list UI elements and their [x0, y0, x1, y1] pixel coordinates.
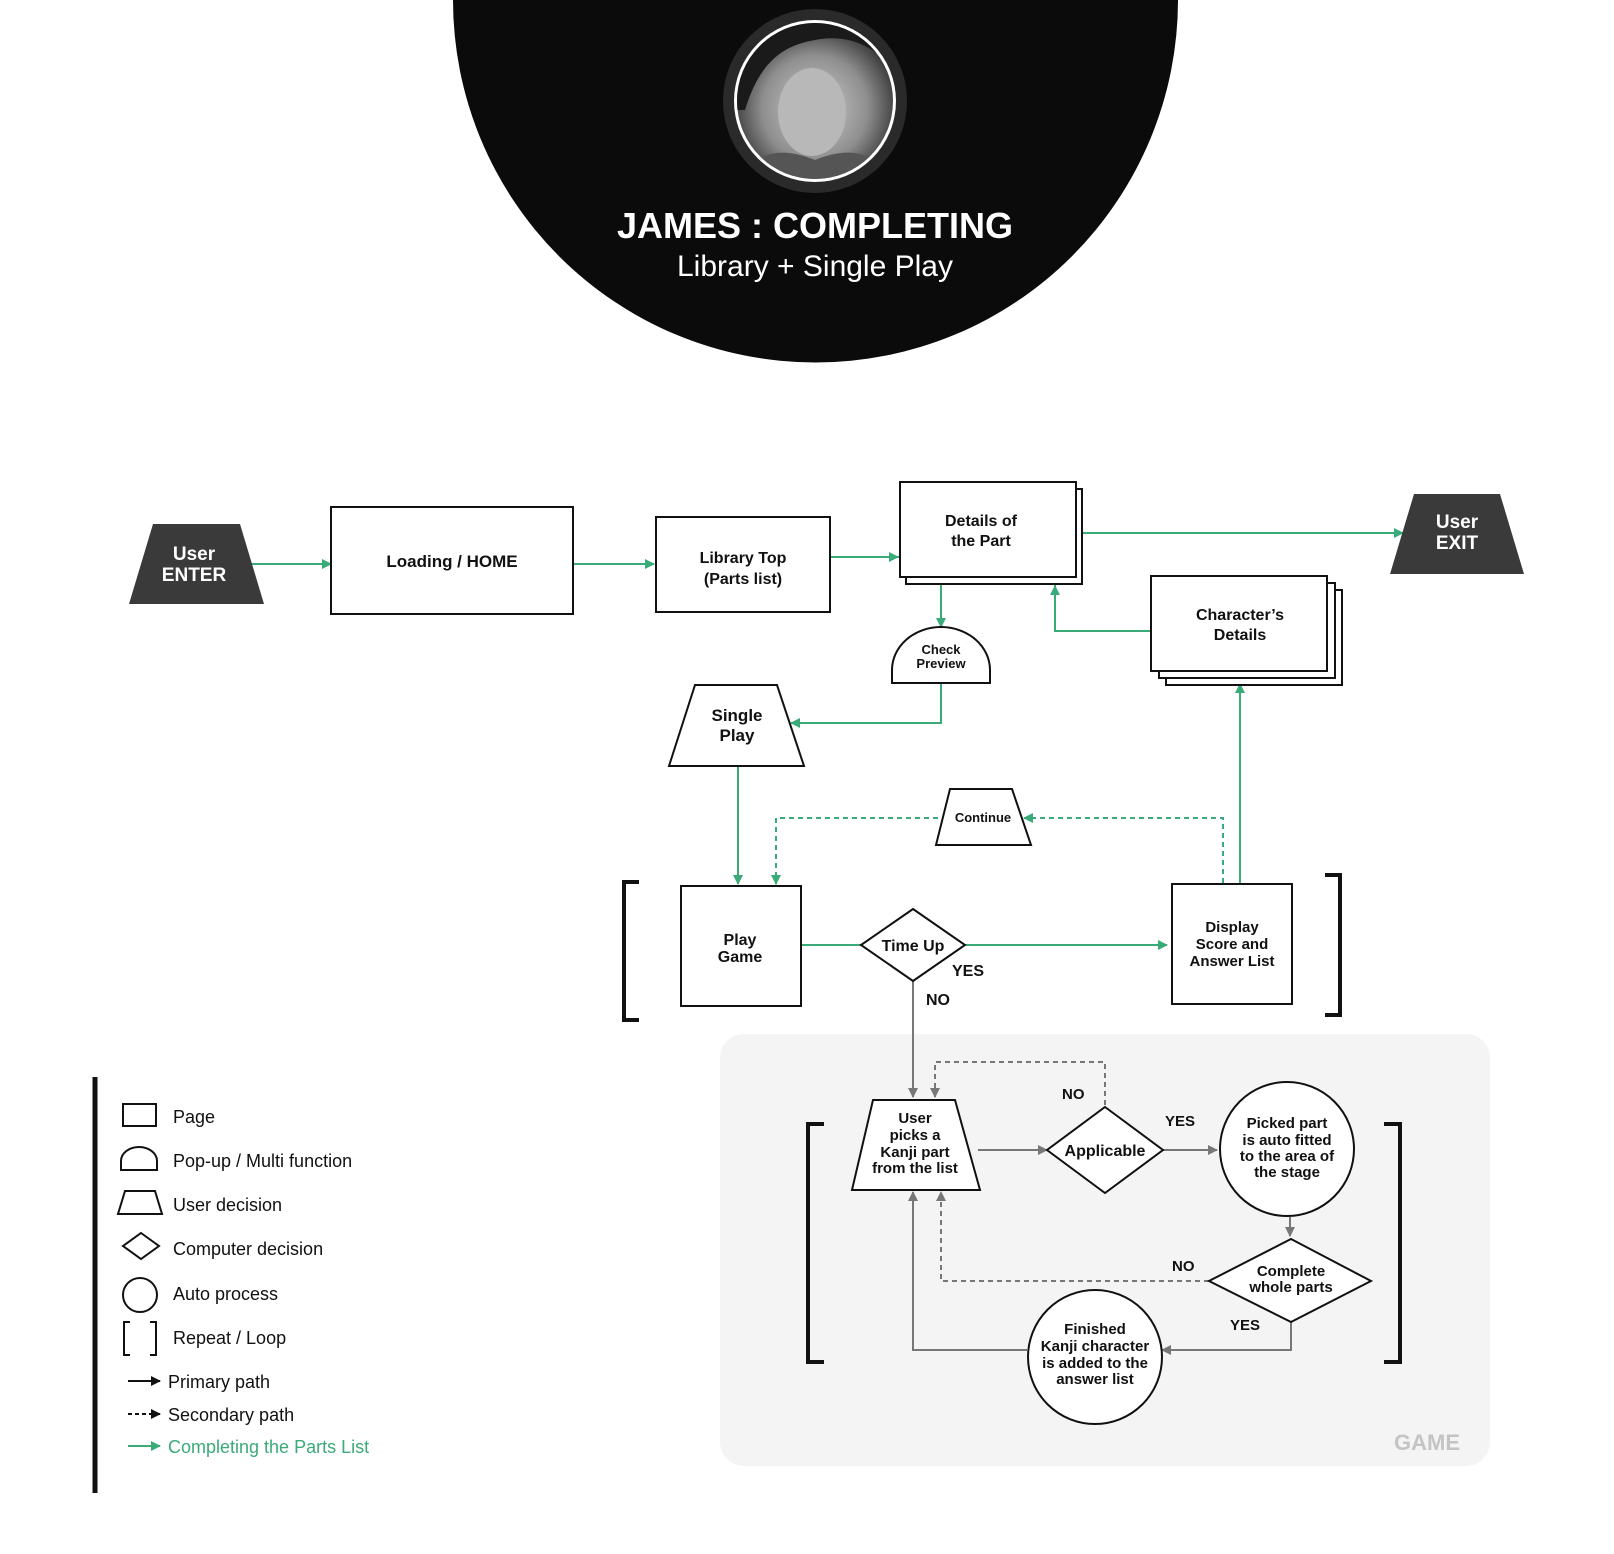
game-loop-bracket	[806, 1122, 1402, 1364]
time-up-node: Time Up	[859, 907, 967, 983]
library-top-label-1: Library Top	[700, 550, 787, 567]
details-part-node: Details of the Part	[899, 481, 1083, 585]
single-play-label-2: Play	[720, 726, 756, 745]
user-exit-label-2: EXIT	[1436, 533, 1479, 554]
check-preview-label-1: Check	[921, 642, 961, 657]
play-game-label-1: Play	[724, 932, 757, 949]
library-top-node: Library Top (Parts list)	[655, 516, 831, 613]
complete-yes-label: YES	[1230, 1317, 1260, 1334]
characters-details-label-1: Character’s	[1196, 607, 1284, 624]
legend-page-label: Page	[173, 1107, 215, 1127]
applicable-no-label: NO	[1062, 1086, 1085, 1103]
library-top-label-2: (Parts list)	[704, 571, 782, 588]
edge-complete-yes-to-finished	[1161, 1322, 1292, 1355]
applicable-label: Applicable	[1065, 1143, 1146, 1160]
outer-loop-bracket	[622, 873, 1342, 1022]
single-play-label-1: Single	[711, 706, 762, 725]
complete-whole-label-1: Complete	[1257, 1263, 1325, 1280]
play-game-label-2: Game	[718, 949, 763, 966]
finished-kanji-label-1: Finished	[1064, 1321, 1126, 1338]
time-up-no-label: NO	[926, 992, 950, 1009]
edge-check-preview-to-single-play	[790, 683, 942, 728]
edge-continue-to-play-game	[771, 817, 938, 885]
finished-kanji-label-4: answer list	[1056, 1371, 1134, 1388]
legend-auto-process-icon	[122, 1277, 158, 1313]
user-picks-label-2: picks a	[890, 1127, 942, 1144]
user-picks-node: User picks a Kanji part from the list	[850, 1099, 982, 1191]
single-play-node: Single Play	[667, 684, 806, 767]
check-preview-label-2: Preview	[916, 656, 966, 671]
user-enter-label-2: ENTER	[162, 565, 227, 586]
finished-kanji-node: Finished Kanji character is added to the…	[1027, 1289, 1163, 1425]
display-score-label-1: Display	[1205, 919, 1259, 936]
check-preview-node: Check Preview	[891, 626, 991, 684]
continue-node: Continue	[934, 788, 1033, 846]
legend-popup-icon	[120, 1146, 158, 1171]
legend-repeat-loop-icon	[123, 1321, 157, 1356]
legend-repeat-loop-label: Repeat / Loop	[173, 1328, 286, 1348]
user-enter-node: User ENTER	[129, 524, 264, 604]
edge-characters-to-details	[1050, 585, 1151, 632]
edge-complete-no-to-user-picks	[936, 1191, 1209, 1282]
legend-page-icon	[122, 1103, 157, 1127]
loading-home-node: Loading / HOME	[330, 506, 574, 615]
legend-completing-path-label: Completing the Parts List	[168, 1437, 369, 1457]
display-score-label-2: Score and	[1196, 936, 1269, 953]
complete-whole-node: Complete whole parts	[1206, 1237, 1374, 1324]
legend-secondary-path-label: Secondary path	[168, 1405, 294, 1425]
characters-details-label-2: Details	[1214, 627, 1267, 644]
complete-whole-label-2: whole parts	[1248, 1279, 1332, 1296]
page-title: JAMES : COMPLETING	[617, 205, 1013, 246]
user-picks-label-4: from the list	[872, 1160, 958, 1177]
avatar	[723, 9, 907, 193]
picked-part-label-1: Picked part	[1247, 1115, 1328, 1132]
user-exit-node: User EXIT	[1390, 494, 1524, 574]
display-score-node: Display Score and Answer List	[1171, 883, 1293, 1005]
legend-popup-label: Pop-up / Multi function	[173, 1151, 352, 1171]
legend-computer-decision-icon	[121, 1231, 161, 1261]
page-subtitle: Library + Single Play	[677, 250, 953, 283]
play-game-node: Play Game	[680, 885, 802, 1007]
picked-part-label-2: is auto fitted	[1242, 1132, 1331, 1149]
user-picks-label-3: Kanji part	[880, 1144, 949, 1161]
picked-part-label-4: the stage	[1254, 1164, 1320, 1181]
legend-primary-path-label: Primary path	[168, 1372, 270, 1392]
legend-computer-decision-label: Computer decision	[173, 1239, 323, 1259]
user-enter-label-1: User	[173, 544, 216, 565]
time-up-yes-label: YES	[952, 963, 984, 980]
edge-finished-to-user-picks	[908, 1191, 1027, 1351]
details-part-label-1: Details of	[945, 513, 1018, 530]
picked-part-label-3: to the area of	[1240, 1148, 1335, 1165]
characters-details-node: Character’s Details	[1150, 575, 1343, 686]
applicable-node: Applicable	[1045, 1105, 1165, 1195]
time-up-label: Time Up	[882, 938, 945, 955]
legend-user-decision-icon	[116, 1190, 164, 1215]
legend-user-decision-label: User decision	[173, 1195, 282, 1215]
user-exit-label-1: User	[1436, 512, 1479, 533]
applicable-yes-label: YES	[1165, 1113, 1195, 1130]
legend: Page Pop-up / Multi function User decisi…	[92, 1077, 369, 1493]
edge-applicable-no-to-user-picks	[930, 1061, 1106, 1105]
game-panel-label: GAME	[1394, 1430, 1460, 1455]
legend-auto-process-label: Auto process	[173, 1284, 278, 1304]
edge-display-to-continue	[1023, 813, 1224, 883]
complete-no-label: NO	[1172, 1258, 1195, 1275]
loading-home-label: Loading / HOME	[386, 552, 517, 571]
details-part-label-2: the Part	[951, 533, 1011, 550]
finished-kanji-label-3: is added to the	[1042, 1355, 1148, 1372]
continue-label: Continue	[955, 810, 1011, 825]
picked-part-node: Picked part is auto fitted to the area o…	[1219, 1081, 1355, 1217]
user-picks-label-1: User	[898, 1110, 932, 1127]
finished-kanji-label-2: Kanji character	[1041, 1338, 1150, 1355]
display-score-label-3: Answer List	[1189, 953, 1274, 970]
